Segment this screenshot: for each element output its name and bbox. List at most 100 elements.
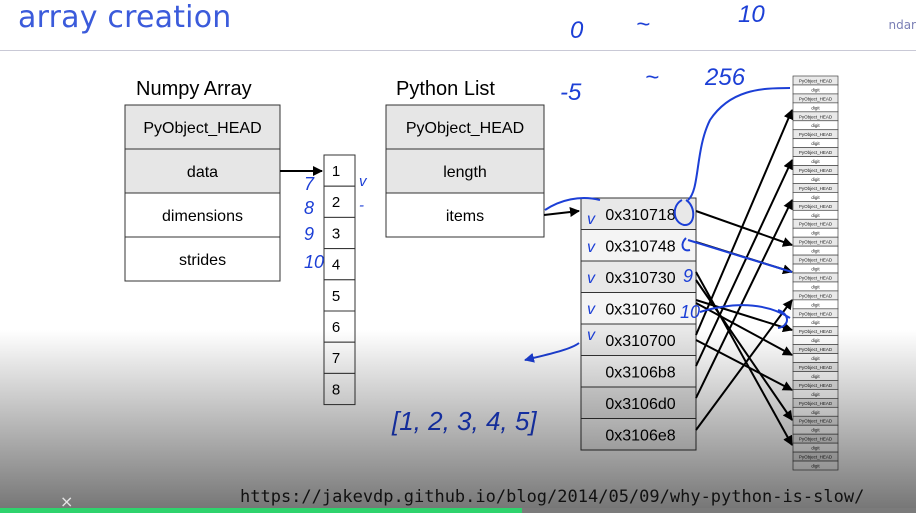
pointer-value: 0x310730 xyxy=(605,270,675,287)
handwritten-ten: 10 xyxy=(738,1,765,28)
pointer-arrow xyxy=(695,109,794,336)
object-head-label: PyObject_HEAD xyxy=(799,150,833,155)
handwritten-check: v xyxy=(587,301,596,318)
object-digit-label: digit xyxy=(811,231,820,236)
handwritten-check: v xyxy=(359,173,368,190)
object-digit-label: digit xyxy=(811,284,820,289)
handwritten-check: v xyxy=(587,211,596,228)
video-progress-fill xyxy=(0,508,523,513)
annotation-curve-2 xyxy=(687,239,793,273)
object-digit-label: digit xyxy=(811,302,820,307)
object-digit-label: digit xyxy=(811,213,820,218)
handwritten-side-number: 8 xyxy=(304,198,314,218)
buffer-value: 1 xyxy=(332,163,340,180)
object-head-label: PyObject_HEAD xyxy=(799,186,833,191)
object-digit-label: digit xyxy=(811,123,820,128)
numpy-field-label: strides xyxy=(179,252,226,269)
pylist-field-cell xyxy=(385,148,545,194)
object-digit-label: digit xyxy=(811,320,820,325)
buffer-cell xyxy=(323,248,356,281)
pylist-field-cell xyxy=(385,104,545,150)
pointer-value: 0x3106e8 xyxy=(605,428,675,445)
object-digit-label: digit xyxy=(811,428,820,433)
buffer-cell xyxy=(323,185,356,218)
object-digit-label: digit xyxy=(811,356,820,361)
object-digit-label: digit xyxy=(811,463,820,468)
python-list-title: Python List xyxy=(396,78,495,100)
object-digit-label: digit xyxy=(811,249,820,254)
object-head-label: PyObject_HEAD xyxy=(799,365,833,370)
pointer-value: 0x3106b8 xyxy=(605,365,675,382)
annotation-curve-3 xyxy=(699,304,791,319)
close-icon[interactable]: × xyxy=(60,492,74,511)
object-digit-label: digit xyxy=(811,141,820,146)
handwritten-side-number: 9 xyxy=(304,224,314,244)
handwritten-annotations xyxy=(524,87,793,363)
numpy-field-cell xyxy=(124,104,281,150)
header-divider xyxy=(0,50,916,51)
object-digit-label: digit xyxy=(811,177,820,182)
buffer-value: 5 xyxy=(332,288,340,305)
object-head-label: PyObject_HEAD xyxy=(799,222,833,227)
object-head-label: PyObject_HEAD xyxy=(799,275,833,280)
object-head-label: PyObject_HEAD xyxy=(799,329,833,334)
pointer-value: 0x3106d0 xyxy=(605,396,675,413)
annotation-arrow-to-list xyxy=(524,342,580,363)
object-digit-label: digit xyxy=(811,159,820,164)
object-head-label: PyObject_HEAD xyxy=(799,204,833,209)
buffer-value: 8 xyxy=(332,381,340,398)
object-head-label: PyObject_HEAD xyxy=(799,258,833,263)
pointer-value: 0x310718 xyxy=(605,207,675,224)
annotation-curve-4 xyxy=(544,197,601,211)
object-digit-label: digit xyxy=(811,195,820,200)
buffer-cell xyxy=(323,279,356,312)
pointer-arrow xyxy=(695,299,793,333)
pointer-arrow xyxy=(695,159,793,367)
buffer-cell xyxy=(323,154,356,187)
numpy-field-label: dimensions xyxy=(162,208,243,225)
object-head-label: PyObject_HEAD xyxy=(799,78,833,83)
video-progress-bar[interactable] xyxy=(0,508,916,513)
pylist-field-label: length xyxy=(443,164,487,181)
header-right-text: ndar xyxy=(888,18,916,32)
object-head-label: PyObject_HEAD xyxy=(799,311,833,316)
annotation-circle-1 xyxy=(673,199,695,226)
object-head-label: PyObject_HEAD xyxy=(799,383,833,388)
source-url-caption: https://jakevdp.github.io/blog/2014/05/0… xyxy=(240,487,865,507)
buffer-cell xyxy=(323,216,356,250)
annotation-bracket-small xyxy=(777,309,788,329)
handwritten-side-number: 10 xyxy=(304,252,324,272)
object-digit-label: digit xyxy=(811,87,820,92)
object-digit-label: digit xyxy=(811,392,820,397)
pointer-arrow xyxy=(543,207,580,217)
numpy-field-cell xyxy=(124,236,281,282)
buffer-value: 6 xyxy=(332,319,340,336)
buffer-value: 4 xyxy=(332,257,340,274)
buffer-value: 2 xyxy=(332,194,340,211)
object-head-label: PyObject_HEAD xyxy=(799,240,833,245)
numpy-field-label: PyObject_HEAD xyxy=(143,120,261,137)
handwritten-tilde: ~ xyxy=(636,11,650,38)
handwritten-list-literal: [1, 2, 3, 4, 5] xyxy=(391,406,537,436)
object-digit-label: digit xyxy=(811,338,820,343)
object-head-label: PyObject_HEAD xyxy=(799,96,833,101)
buffer-value: 7 xyxy=(332,350,340,367)
handwritten-check: v xyxy=(587,270,596,287)
object-head-label: PyObject_HEAD xyxy=(799,168,833,173)
handwritten-pointer-note: 10 xyxy=(680,302,700,322)
pointer-array: 0x3107180x3107480x3107300x3107600x310700… xyxy=(580,197,697,451)
object-head-label: PyObject_HEAD xyxy=(799,347,833,352)
object-digit-label: digit xyxy=(811,446,820,451)
pylist-field-label: items xyxy=(446,208,484,225)
numpy-field-label: data xyxy=(187,164,218,181)
object-head-label: PyObject_HEAD xyxy=(799,132,833,137)
annotation-circle-2 xyxy=(681,237,691,252)
handwritten-pointer-note: 9 xyxy=(683,266,693,286)
pointer-arrow xyxy=(695,210,793,247)
object-digit-label: digit xyxy=(811,374,820,379)
object-head-label: PyObject_HEAD xyxy=(799,114,833,119)
object-head-label: PyObject_HEAD xyxy=(799,437,833,442)
